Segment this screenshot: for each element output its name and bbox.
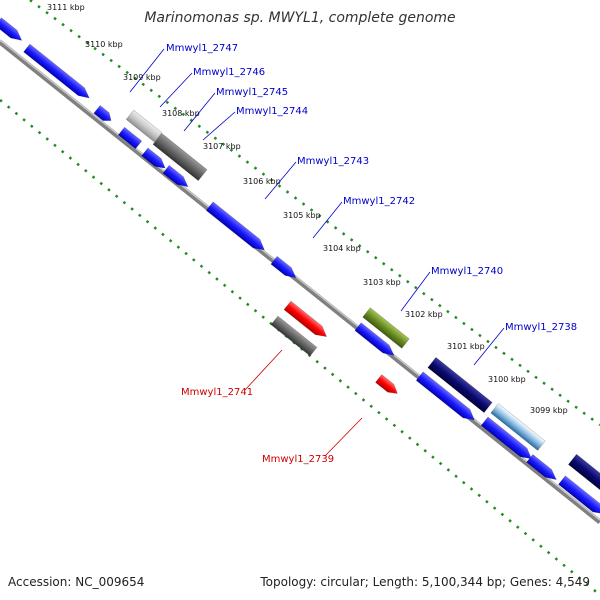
kbp-tick-label: 3107 kbp xyxy=(203,142,241,151)
callout-leader-line xyxy=(312,201,343,239)
gene-label-mmwyl1-2742[interactable]: Mmwyl1_2742 xyxy=(343,196,415,207)
kbp-tick-label: 3099 kbp xyxy=(530,406,568,415)
callout-leader-line xyxy=(244,349,283,391)
kbp-tick-label: 3106 kbp xyxy=(243,177,281,186)
gene-label-mmwyl1-2743[interactable]: Mmwyl1_2743 xyxy=(297,156,369,167)
gene-label-mmwyl1-2739[interactable]: Mmwyl1_2739 xyxy=(262,454,334,465)
gene-label-mmwyl1-2746[interactable]: Mmwyl1_2746 xyxy=(193,67,265,78)
gene-glyph-a[interactable] xyxy=(0,17,25,45)
gene-glyph-h[interactable] xyxy=(480,416,535,463)
callout-leader-line xyxy=(400,271,431,312)
callout-leader-line xyxy=(324,417,363,457)
gene-glyph-d[interactable] xyxy=(117,126,143,150)
gene-label-mmwyl1-2741[interactable]: Mmwyl1_2741 xyxy=(181,387,253,398)
gene-glyph-i[interactable] xyxy=(526,454,560,483)
gene-glyph-mmwyl1-2743[interactable] xyxy=(205,201,268,254)
gene-glyph-j[interactable] xyxy=(567,453,600,497)
gene-label-mmwyl1-2745[interactable]: Mmwyl1_2745 xyxy=(216,87,288,98)
gene-glyph-f[interactable] xyxy=(415,371,478,424)
kbp-tick-label: 3111 kbp xyxy=(47,3,85,12)
callout-leader-line xyxy=(202,111,236,141)
callout-leader-line xyxy=(159,72,193,108)
gene-glyph-mmwyl1-2740[interactable] xyxy=(362,307,410,349)
accession-text: Accession: NC_009654 xyxy=(8,575,145,589)
callout-leader-line xyxy=(473,327,505,366)
gene-label-mmwyl1-2747[interactable]: Mmwyl1_2747 xyxy=(166,43,238,54)
kbp-tick-label: 3104 kbp xyxy=(323,244,361,253)
gene-glyph-e[interactable] xyxy=(354,322,397,360)
callout-leader-line xyxy=(183,92,216,132)
kbp-tick-label: 3103 kbp xyxy=(363,278,401,287)
gene-label-mmwyl1-2744[interactable]: Mmwyl1_2744 xyxy=(236,106,308,117)
callout-leader-line xyxy=(264,161,297,200)
gene-glyph-k[interactable] xyxy=(558,475,600,518)
gene-glyph-mmwyl1-2746[interactable] xyxy=(152,132,208,182)
kbp-tick-label: 3108 kbp xyxy=(162,109,200,118)
genome-summary-text: Topology: circular; Length: 5,100,344 bp… xyxy=(260,575,590,589)
kbp-tick-label: 3105 kbp xyxy=(283,211,321,220)
kbp-tick-label: 3100 kbp xyxy=(488,375,526,384)
callout-leader-line xyxy=(129,48,165,93)
gene-glyph-mmwyl1-2747[interactable] xyxy=(125,109,163,143)
gene-label-mmwyl1-2738[interactable]: Mmwyl1_2738 xyxy=(505,322,577,333)
gene-glyph-mmwyl1-2741[interactable] xyxy=(270,315,318,357)
gene-glyph-mmwyl1-2745[interactable] xyxy=(141,147,169,172)
kbp-tick-label: 3110 kbp xyxy=(85,40,123,49)
map-title: Marinomonas sp. MWYL1, complete genome xyxy=(144,10,456,26)
gene-glyph-g[interactable] xyxy=(490,403,546,451)
gene-glyph-mmwyl1-2741-upper[interactable] xyxy=(283,300,330,341)
gene-glyph-c[interactable] xyxy=(93,105,114,124)
gene-glyph-mmwyl1-2744[interactable] xyxy=(162,164,191,190)
gene-glyph-mmwyl1-2742[interactable] xyxy=(270,255,299,281)
gene-glyph-mmwyl1-2738[interactable] xyxy=(427,357,493,413)
kbp-tick-label: 3102 kbp xyxy=(405,310,443,319)
kbp-tick-label: 3101 kbp xyxy=(447,342,485,351)
gene-label-mmwyl1-2740[interactable]: Mmwyl1_2740 xyxy=(431,266,503,277)
gene-glyph-mmwyl1-2739[interactable] xyxy=(375,374,401,398)
genome-backbone xyxy=(0,40,600,524)
gene-glyph-b[interactable] xyxy=(23,43,93,102)
